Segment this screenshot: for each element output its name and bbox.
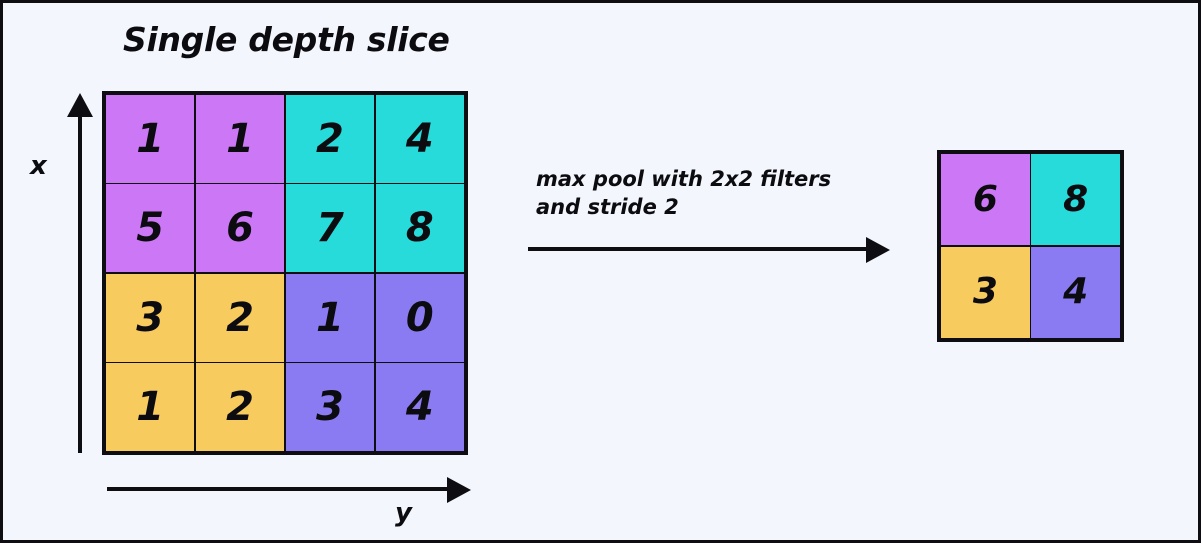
transform-arrow-icon: [528, 237, 890, 263]
y-axis-arrowhead: [447, 477, 471, 503]
transform-arrow-shaft: [528, 247, 866, 251]
input-cell-r1c2: 7: [285, 184, 375, 273]
x-axis-shaft: [78, 109, 82, 453]
operation-caption-line-2: and stride 2: [536, 194, 679, 219]
input-feature-map-grid: 1 1 2 4 5 6 7 8 3 2 1 0 1 2 3 4: [102, 91, 468, 455]
input-cell-r1c1: 6: [195, 184, 285, 273]
input-cell-r0c2: 2: [285, 95, 375, 183]
x-axis-arrow-icon: [67, 93, 93, 453]
input-cell-r0c1: 1: [195, 95, 285, 183]
input-cell-r1c3: 8: [375, 184, 464, 273]
output-cell-r1c1: 4: [1031, 246, 1120, 338]
page-title: Single depth slice: [123, 20, 450, 59]
y-axis-shaft: [107, 487, 447, 491]
input-cell-r3c3: 4: [375, 363, 464, 451]
input-cell-r2c2: 1: [285, 273, 375, 362]
x-axis-label: x: [30, 151, 47, 181]
output-feature-map-grid: 6 8 3 4: [937, 150, 1124, 342]
input-cell-r3c1: 2: [195, 363, 285, 451]
output-cell-r0c0: 6: [941, 154, 1030, 246]
y-axis-label: y: [395, 498, 412, 528]
y-axis-arrow-icon: [107, 477, 471, 503]
output-cell-r1c0: 3: [941, 246, 1030, 338]
output-cell-r0c1: 8: [1031, 154, 1120, 246]
input-cell-r2c1: 2: [195, 273, 285, 362]
input-cell-r3c2: 3: [285, 363, 375, 451]
input-cell-r2c0: 3: [106, 273, 195, 362]
input-cell-r0c3: 4: [375, 95, 464, 183]
operation-caption: max pool with 2x2 filters and stride 2: [536, 166, 896, 222]
input-cell-r2c3: 0: [375, 273, 464, 362]
operation-caption-line-1: max pool with 2x2 filters: [536, 167, 832, 191]
input-cell-r3c0: 1: [106, 363, 195, 451]
input-cell-r0c0: 1: [106, 95, 195, 183]
transform-arrow-head: [866, 237, 890, 263]
input-cell-r1c0: 5: [106, 184, 195, 273]
